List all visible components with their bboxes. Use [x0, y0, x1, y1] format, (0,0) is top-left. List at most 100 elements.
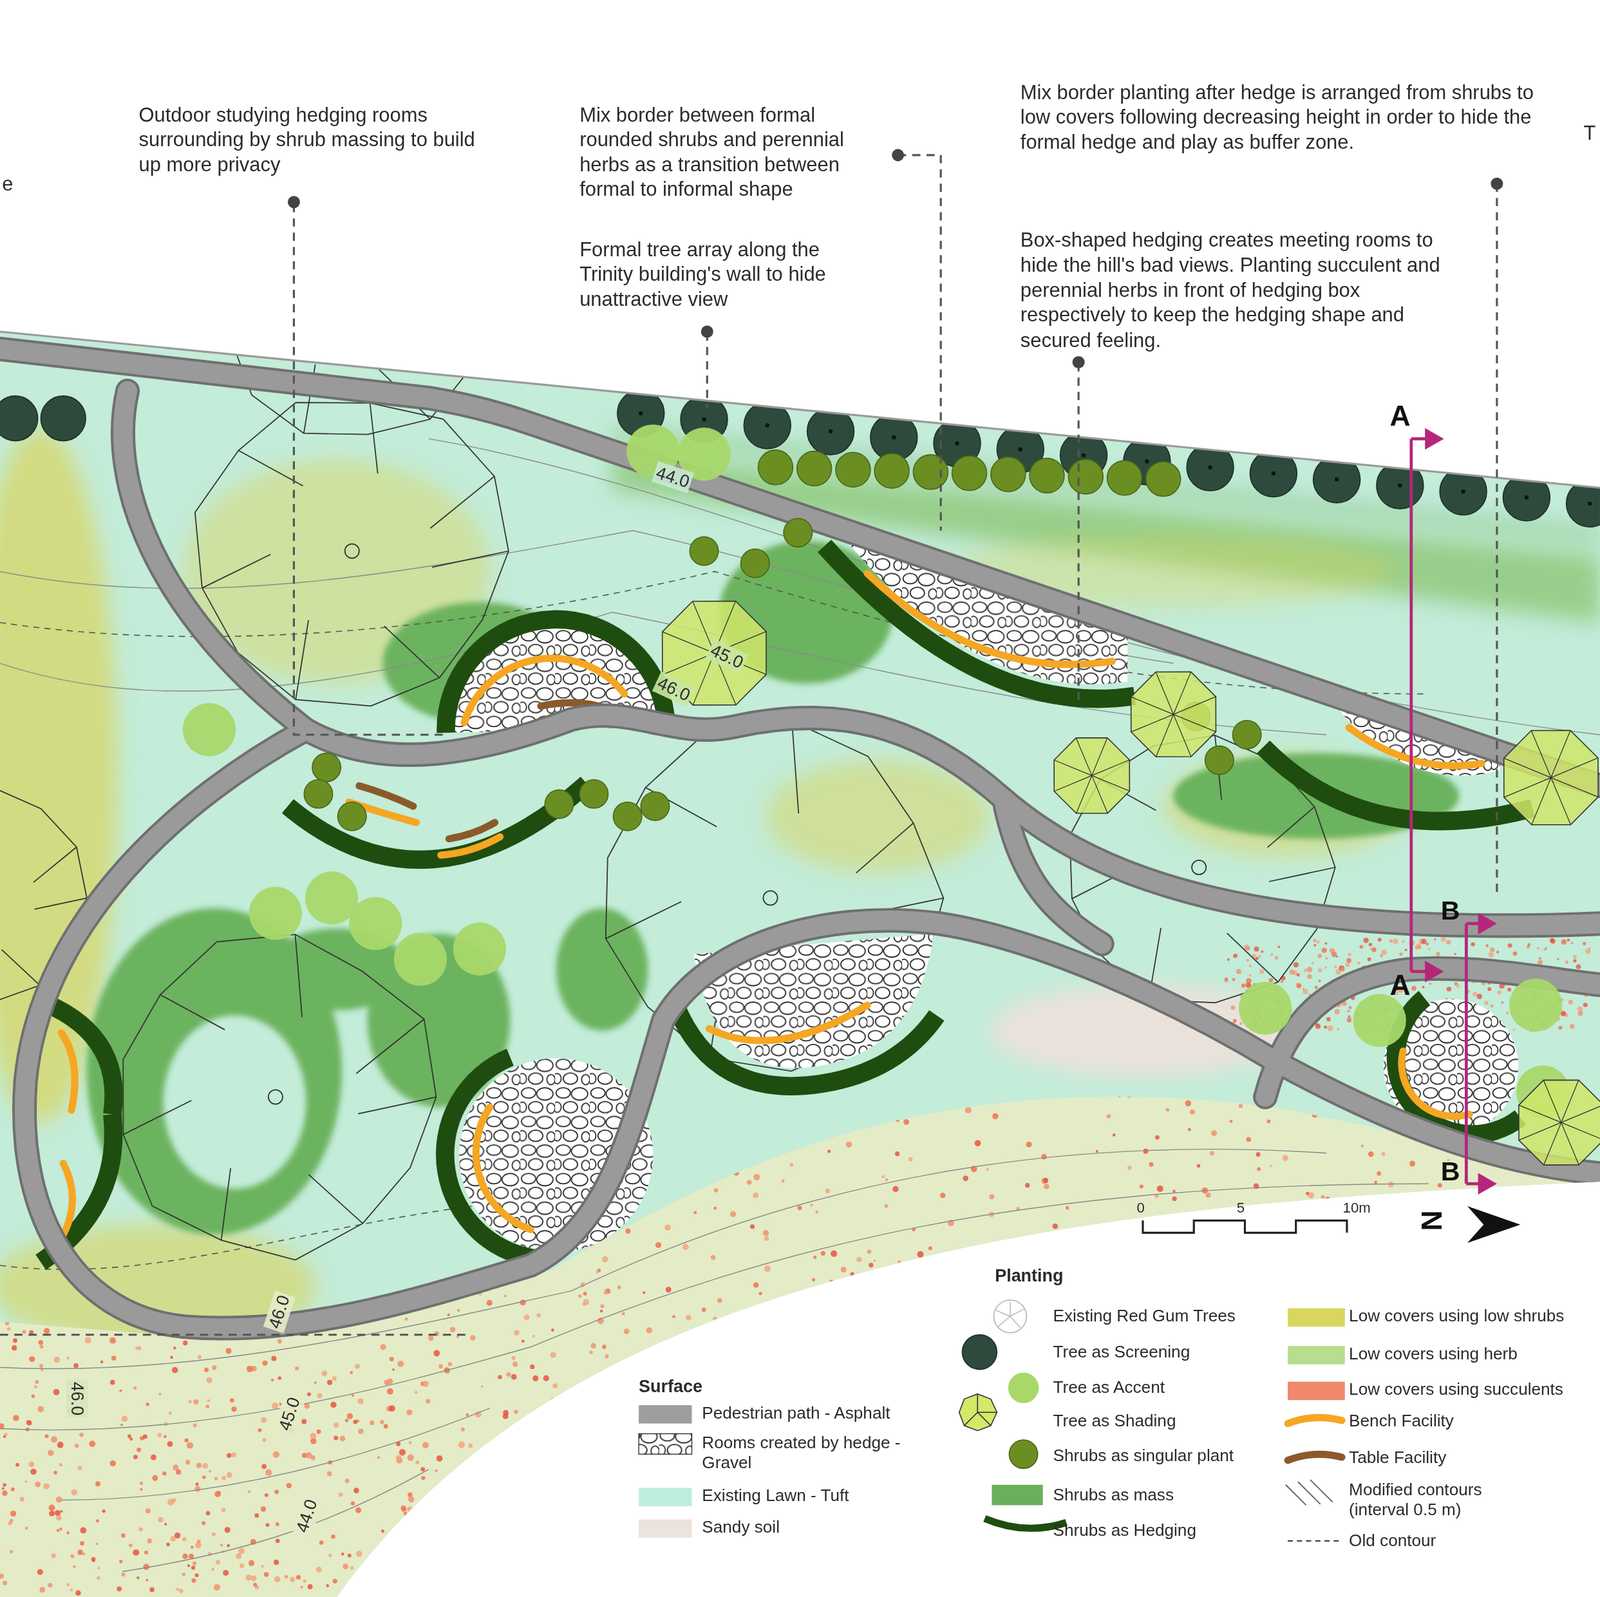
succulent-speckle [1346, 1009, 1350, 1013]
succulent-speckle [726, 1543, 730, 1547]
succulent-speckle [376, 1240, 383, 1247]
succulent-speckle [480, 1516, 485, 1520]
succulent-speckle [1038, 1511, 1043, 1516]
succulent-speckle [354, 1363, 360, 1369]
succulent-speckle [1120, 1506, 1125, 1511]
succulent-speckle [1043, 1177, 1049, 1183]
succulent-speckle [586, 1413, 592, 1420]
succulent-speckle [913, 1381, 919, 1387]
succulent-speckle [187, 1442, 193, 1448]
succulent-speckle [579, 1552, 584, 1558]
succulent-speckle [821, 1136, 825, 1139]
succulent-speckle [1285, 1475, 1289, 1478]
succulent-speckle [504, 1524, 509, 1530]
succulent-speckle [1263, 1330, 1270, 1337]
succulent-speckle [642, 1290, 646, 1294]
succulent-speckle [300, 1585, 303, 1588]
succulent-speckle [810, 1511, 814, 1515]
succulent-speckle [1022, 1594, 1026, 1597]
succulent-speckle [945, 1562, 950, 1566]
succulent-speckle [150, 1454, 157, 1461]
succulent-speckle [1342, 1587, 1349, 1593]
succulent-speckle [370, 1266, 376, 1272]
succulent-speckle [1570, 941, 1573, 944]
succulent-speckle [96, 1576, 100, 1580]
succulent-speckle [617, 1285, 622, 1290]
succulent-speckle [547, 1503, 554, 1510]
succulent-speckle [225, 1347, 232, 1354]
succulent-speckle [1245, 1523, 1252, 1530]
succulent-speckle [1554, 1269, 1560, 1275]
succulent-speckle [68, 1301, 74, 1308]
succulent-speckle [1281, 1441, 1287, 1447]
succulent-speckle [988, 1093, 995, 1100]
succulent-speckle [1520, 1300, 1525, 1306]
succulent-speckle [514, 1551, 521, 1558]
succulent-speckle [969, 1048, 977, 1055]
succulent-speckle [333, 1422, 339, 1428]
succulent-speckle [1533, 1461, 1537, 1466]
succulent-speckle [905, 1573, 911, 1579]
succulent-speckle [597, 1563, 604, 1570]
succulent-speckle [184, 1437, 189, 1442]
succulent-speckle [226, 1453, 232, 1458]
succulent-speckle [674, 1590, 677, 1593]
succulent-speckle [754, 1331, 762, 1338]
succulent-speckle [383, 1423, 389, 1429]
succulent-speckle [439, 1549, 443, 1552]
succulent-speckle [1333, 1477, 1337, 1481]
succulent-speckle [1523, 1590, 1528, 1595]
succulent-speckle [1316, 940, 1320, 944]
succulent-speckle [50, 1435, 58, 1443]
succulent-speckle [924, 1485, 928, 1489]
succulent-speckle [1468, 1471, 1474, 1478]
succulent-speckle [109, 1337, 116, 1344]
succulent-speckle [286, 1482, 292, 1488]
succulent-speckle [620, 1428, 624, 1432]
succulent-speckle [167, 1498, 174, 1506]
succulent-speckle [820, 1251, 826, 1256]
succulent-speckle [1267, 1448, 1270, 1451]
succulent-speckle [53, 1388, 60, 1396]
succulent-speckle [1307, 1337, 1313, 1343]
succulent-speckle [1408, 1431, 1412, 1436]
succulent-speckle [1493, 1529, 1500, 1537]
succulent-speckle [1258, 954, 1261, 958]
succulent-speckle [1041, 1557, 1044, 1561]
succulent-speckle [401, 1555, 409, 1563]
succulent-speckle [319, 1540, 324, 1545]
succulent-speckle [1590, 1211, 1596, 1217]
succulent-speckle [1059, 1329, 1065, 1335]
succulent-speckle [684, 1555, 691, 1563]
succulent-speckle [119, 1559, 123, 1563]
succulent-speckle [493, 1553, 498, 1557]
succulent-speckle [1498, 1405, 1505, 1412]
succulent-speckle [11, 1345, 17, 1351]
succulent-speckle [1205, 1192, 1211, 1198]
succulent-speckle [1041, 1153, 1047, 1160]
succulent-speckle [914, 1578, 917, 1582]
succulent-speckle [307, 1583, 313, 1590]
succulent-speckle [332, 1375, 337, 1381]
succulent-speckle [1507, 1564, 1512, 1570]
succulent-speckle [892, 1185, 899, 1193]
succulent-speckle [940, 1192, 946, 1198]
succulent-speckle [726, 1587, 733, 1593]
succulent-speckle [1550, 1582, 1556, 1588]
succulent-speckle [163, 1435, 167, 1438]
succulent-speckle [918, 1103, 922, 1107]
succulent-speckle [414, 1390, 418, 1394]
succulent-speckle [1524, 1482, 1530, 1488]
succulent-speckle [1091, 1434, 1094, 1438]
succulent-speckle [504, 1294, 507, 1298]
succulent-speckle [558, 1505, 561, 1508]
succulent-speckle [928, 1246, 933, 1251]
succulent-speckle [1275, 1575, 1279, 1579]
succulent-speckle [868, 1551, 873, 1556]
succulent-speckle [1209, 1556, 1214, 1561]
succulent-speckle [826, 1323, 831, 1329]
succulent-speckle [441, 1584, 445, 1588]
succulent-speckle [932, 1488, 939, 1496]
succulent-speckle [937, 1560, 941, 1564]
succulent-speckle [581, 1522, 588, 1529]
